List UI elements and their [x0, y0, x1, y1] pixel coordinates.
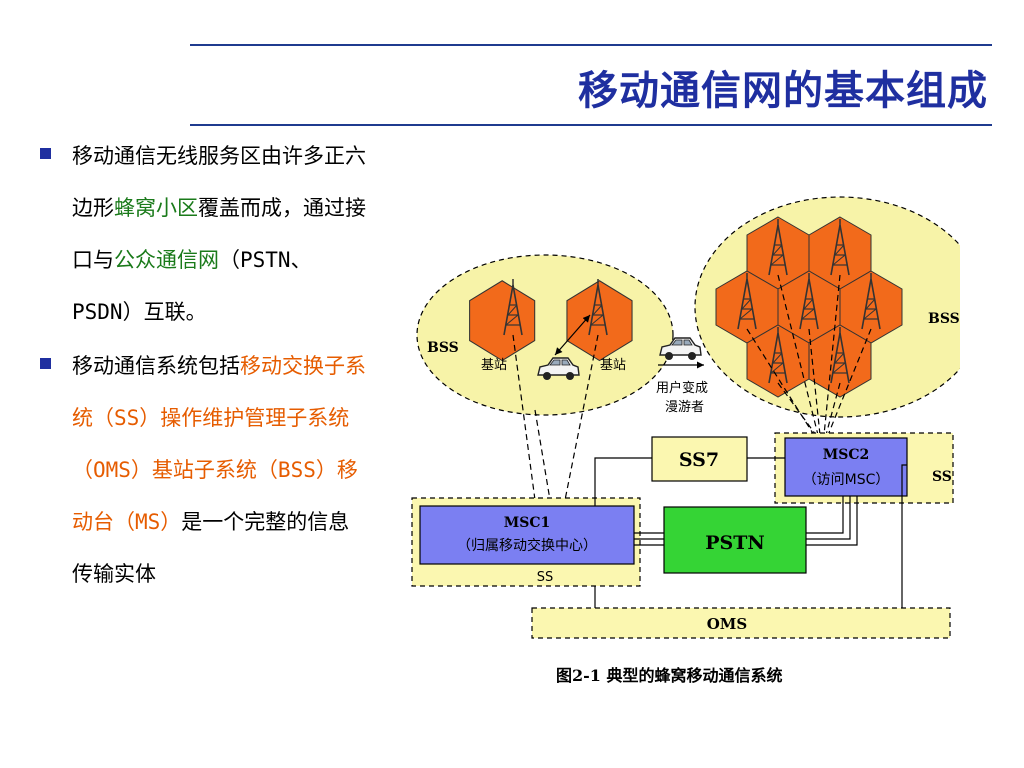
radio-link-arrow	[554, 314, 591, 356]
pstn-box	[663, 506, 807, 574]
msc1-box	[419, 505, 635, 565]
bullet-list: 移动通信无线服务区由许多正六边形蜂窝小区覆盖而成，通过接口与公众通信网（PSTN…	[40, 130, 370, 600]
connector-lines	[594, 457, 907, 608]
bullet-square-icon	[40, 148, 51, 159]
ss-right-label: SS	[932, 469, 952, 485]
oms-box	[531, 607, 951, 639]
cell-left-1	[469, 280, 536, 362]
cell-right	[808, 324, 872, 398]
bullet-item-1: 移动通信无线服务区由许多正六边形蜂窝小区覆盖而成，通过接口与公众通信网（PSTN…	[40, 130, 370, 338]
title-underline	[190, 124, 992, 126]
msc2-box	[784, 437, 908, 497]
bullet-1-text-b: 覆盖而成，通过接口与	[72, 196, 366, 272]
roamer-label-line2: 漫游者	[665, 400, 704, 415]
roamer-label-line1: 用户变成	[656, 380, 708, 396]
ss-left-label: SS	[537, 570, 554, 585]
msc2-label: MSC2	[823, 447, 870, 463]
msc2-sublabel: （访问MSC）	[803, 472, 890, 488]
tower-to-msc1-links	[512, 334, 599, 501]
bullet-1-highlight-cells: 蜂窝小区	[114, 196, 198, 220]
pstn-label: PSTN	[705, 532, 765, 554]
top-rule	[190, 44, 992, 46]
base-station-label-2: 基站	[600, 358, 626, 373]
cellular-system-diagram: 基站 基站 BSS BSS 用户变成 漫游者 MSC2 （访问MSC） SS	[411, 196, 960, 639]
bullet-2-text-a: 移动通信系统包括	[72, 354, 240, 378]
msc1-label: MSC1	[504, 515, 551, 531]
bullet-1-highlight-network: 公众通信网	[114, 248, 219, 272]
bss-right-label: BSS	[928, 311, 960, 327]
tower-to-msc2-links	[746, 274, 872, 436]
base-station-label-1: 基站	[481, 358, 507, 373]
msc1-sublabel: （归属移动交换中心）	[457, 537, 597, 554]
bullet-2-highlight-subsystems: 移动交换子系统（SS）操作维护管理子系统（OMS）基站子系统（BSS）移动台（M…	[72, 354, 366, 534]
bss-left-label: BSS	[427, 340, 459, 356]
bullet-1-text-c: （PSTN、PSDN）互联。	[72, 248, 312, 324]
oms-label: OMS	[707, 615, 748, 633]
bullet-square-icon	[40, 358, 51, 369]
bullet-1-text-a: 移动通信无线服务区由许多正六边形	[72, 144, 366, 220]
page-title: 移动通信网的基本组成	[578, 68, 988, 114]
figure-caption: 图2-1 典型的蜂窝移动通信系统	[556, 666, 783, 685]
ss7-box	[651, 436, 748, 482]
bss-left-area	[416, 254, 674, 416]
bullet-2-text-b: 是一个完整的信息传输实体	[72, 510, 350, 586]
ss7-label: SS7	[679, 449, 719, 471]
bullet-item-2: 移动通信系统包括移动交换子系统（SS）操作维护管理子系统（OMS）基站子系统（B…	[40, 340, 370, 600]
